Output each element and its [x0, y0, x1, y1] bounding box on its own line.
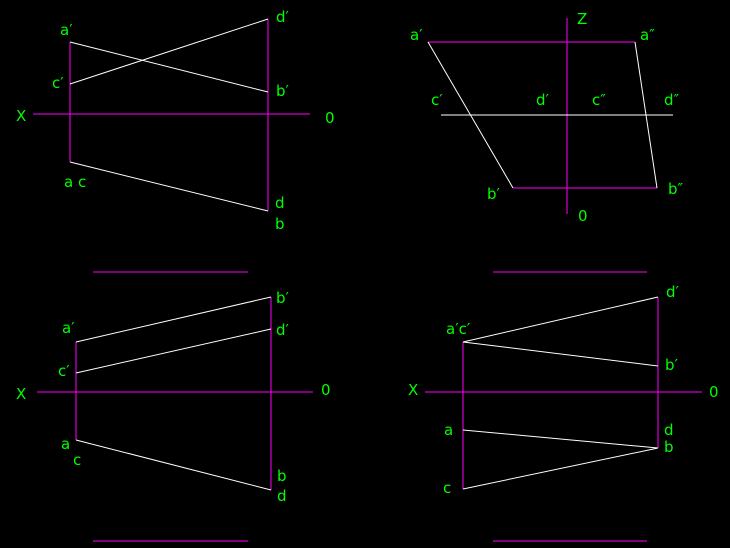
- label-origin: 0: [709, 383, 719, 401]
- label-d: d: [664, 421, 674, 439]
- label-a-prime: a′: [410, 26, 423, 44]
- panel-top-left: X 0 a′ c′ d′ b′ a c d b: [16, 8, 335, 273]
- label-d: d: [275, 194, 285, 212]
- label-c: c: [443, 479, 451, 497]
- label-c-prime: c′: [52, 74, 64, 92]
- line-ab-front: [69, 41, 269, 93]
- label-a: a: [61, 435, 70, 453]
- label-b: b: [277, 467, 287, 485]
- panel-top-right: Z 0 a′ a″ c′ d′ c″ d″ b′ b″: [410, 10, 684, 273]
- label-d-prime: d′: [666, 283, 680, 301]
- label-z: Z: [577, 10, 587, 28]
- label-c: c: [73, 451, 81, 469]
- line-ad-front: [462, 296, 659, 343]
- label-b: b: [664, 438, 674, 456]
- line-ab-front: [462, 341, 659, 367]
- label-a-prime: a′: [62, 319, 75, 337]
- line-cd-front: [69, 18, 269, 85]
- line-ab-side: [634, 41, 658, 189]
- label-origin: 0: [325, 109, 335, 127]
- line-cd-front: [75, 328, 272, 374]
- label-ac-prime: a′c′: [446, 320, 471, 338]
- label-x: X: [408, 381, 418, 399]
- label-c-prime: c′: [431, 91, 443, 109]
- label-a: a: [444, 421, 453, 439]
- label-c-prime: c′: [58, 362, 70, 380]
- label-x: X: [16, 385, 26, 403]
- label-b-prime: b′: [276, 289, 290, 307]
- label-b-dprime: b″: [668, 180, 684, 198]
- line-top-view: [75, 439, 272, 491]
- label-d-prime: d′: [276, 8, 290, 26]
- line-top-view: [69, 161, 269, 212]
- label-d-dprime: d″: [664, 91, 680, 109]
- label-d-prime: d′: [536, 91, 550, 109]
- label-a-prime: a′: [60, 21, 73, 39]
- panel-bottom-left: X 0 a′ c′ b′ d′ a c b d: [16, 289, 331, 542]
- label-origin: 0: [321, 381, 331, 399]
- label-c-dprime: c″: [592, 91, 606, 109]
- panel-bottom-right: X 0 a′c′ d′ b′ a c d b: [408, 283, 719, 542]
- label-b-prime: b′: [665, 356, 679, 374]
- label-b: b: [275, 215, 285, 233]
- label-d: d: [277, 487, 287, 505]
- line-ab-front: [427, 41, 514, 189]
- label-d-prime: d′: [276, 321, 290, 339]
- line-ab-front: [75, 296, 272, 343]
- label-ac: a c: [64, 173, 86, 191]
- label-x: X: [16, 107, 26, 125]
- line-c-top: [462, 447, 659, 490]
- label-b-prime: b′: [487, 185, 501, 203]
- label-a-dprime: a″: [640, 26, 655, 44]
- label-b-prime: b′: [276, 82, 290, 100]
- label-origin: 0: [578, 207, 588, 225]
- line-a-top: [462, 429, 659, 449]
